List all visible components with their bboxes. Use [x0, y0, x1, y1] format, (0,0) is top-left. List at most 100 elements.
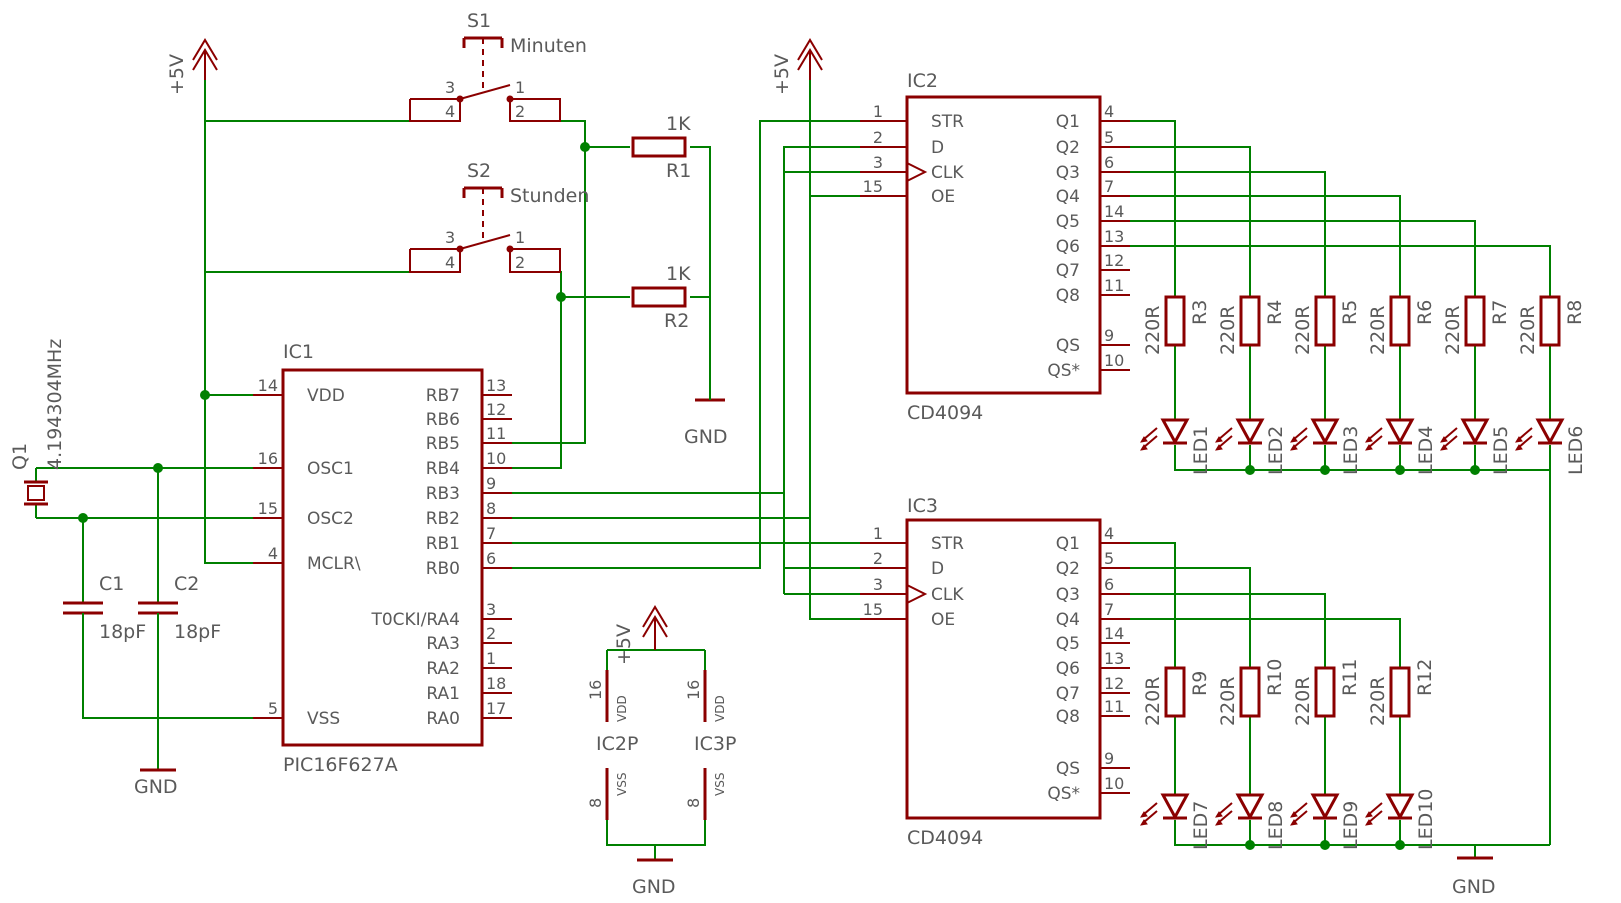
- ic1-left-pin-label-4: MCLR\: [307, 554, 361, 574]
- gnd-label-leds: GND: [1452, 876, 1496, 898]
- ic2-right-pin-label-5: Q2: [1056, 138, 1080, 158]
- crystal-name: Q1: [9, 443, 31, 470]
- ic2-right-pin-num-11: 11: [1104, 276, 1124, 295]
- ic1-right-pin-num-17: 17: [486, 699, 506, 718]
- resistor-r12-value: 220R: [1367, 677, 1389, 726]
- ic2-right-pin-label-4: Q1: [1056, 112, 1080, 132]
- ic3-right-pin-num-14: 14: [1104, 624, 1124, 643]
- ic3-right-pin-label-14: Q5: [1056, 634, 1080, 654]
- led-led7-name: LED7: [1190, 801, 1212, 850]
- ic1-left-pin-num-16: 16: [258, 449, 278, 468]
- ic2-right-pin-num-9: 9: [1104, 326, 1114, 345]
- resistor-r5-value: 220R: [1292, 306, 1314, 355]
- resistor-r9-value: 220R: [1142, 677, 1164, 726]
- ic1-right-pin-label-8: RB2: [426, 509, 460, 529]
- led-led1: LED1: [1140, 418, 1212, 475]
- ic3p-vss-num: 8: [684, 798, 703, 808]
- ic1-right-pin-label-18: RA1: [426, 684, 460, 704]
- resistor-r1-name: R1: [666, 160, 691, 182]
- ic2-left-pin-label-2: D: [931, 138, 944, 158]
- gnd-label-r: GND: [684, 426, 728, 448]
- resistor-r3-name: R3: [1189, 300, 1211, 325]
- resistor-r5-name: R5: [1339, 300, 1361, 325]
- led-led2-name: LED2: [1265, 426, 1287, 475]
- resistor-r8-name: R8: [1564, 300, 1586, 325]
- ic2-right-pin-label-12: Q7: [1056, 261, 1080, 281]
- ic2-right-pin-num-5: 5: [1104, 128, 1114, 147]
- ic1-right-pin-num-8: 8: [486, 499, 496, 518]
- resistor-r2: 1K R2: [631, 263, 691, 332]
- led-led1-name: LED1: [1190, 426, 1212, 475]
- ic2p-vss-num: 8: [586, 798, 605, 808]
- ic1-right-pin-label-7: RB1: [426, 534, 460, 554]
- ic2-left-pin-num-3: 3: [873, 153, 883, 172]
- led-led10-name: LED10: [1415, 789, 1437, 850]
- gnd-label-supply: GND: [632, 876, 676, 898]
- ic1: IC1 PIC16F627A 14VDD16OSC115OSC24MCLR\5V…: [253, 341, 512, 776]
- ic2-name: IC2: [907, 70, 938, 92]
- capacitor-c1-value: 18pF: [99, 621, 146, 643]
- ic3-right-pin-num-6: 6: [1104, 575, 1114, 594]
- ic2-left-pin-num-2: 2: [873, 128, 883, 147]
- resistor-r12-name: R12: [1414, 659, 1436, 696]
- resistor-r6-value: 220R: [1367, 306, 1389, 355]
- capacitor-c2: C2 18pF: [138, 573, 221, 643]
- resistor-r6-name: R6: [1414, 300, 1436, 325]
- ic3-right-pin-num-5: 5: [1104, 549, 1114, 568]
- ic2p-vdd-num: 16: [586, 680, 605, 700]
- ic3-left-pin-label-2: D: [931, 559, 944, 579]
- ic2-right-pin-num-4: 4: [1104, 102, 1114, 121]
- led-led5: LED5: [1440, 418, 1512, 475]
- ic2-right-pin-num-6: 6: [1104, 153, 1114, 172]
- resistor-r12: 220R R12: [1367, 659, 1436, 726]
- resistor-r1: 1K R1: [631, 113, 691, 182]
- ic3-left-pin-num-2: 2: [873, 549, 883, 568]
- gnd-symbol-leds: GND: [1452, 856, 1496, 898]
- resistor-r6: 220R R6: [1367, 295, 1436, 355]
- resistor-r7-name: R7: [1489, 300, 1511, 325]
- crystal-q1: Q1 4.194304MHz: [9, 339, 66, 506]
- ic3-left-pin-num-15: 15: [863, 600, 883, 619]
- ic2-right-pin-num-14: 14: [1104, 202, 1124, 221]
- switch-s2-pin-4: 4: [445, 253, 455, 272]
- resistor-r7-value: 220R: [1442, 306, 1464, 355]
- power-label-middle: +5V: [771, 54, 793, 95]
- led-led2: LED2: [1215, 418, 1287, 475]
- led-led7: LED7: [1140, 793, 1212, 850]
- ic1-right-pin-num-2: 2: [486, 624, 496, 643]
- ic1-right-pin-num-3: 3: [486, 600, 496, 619]
- ic3-name: IC3: [907, 495, 938, 517]
- ic2p-vdd-label: VDD: [615, 695, 629, 722]
- capacitor-c2-value: 18pF: [174, 621, 221, 643]
- ic3-right-pin-label-4: Q1: [1056, 534, 1080, 554]
- ic1-right-pin-num-10: 10: [486, 449, 506, 468]
- gnd-symbol-caps: GND: [134, 768, 178, 798]
- led-led3-name: LED3: [1340, 426, 1362, 475]
- ic1-right-pin-label-6: RB0: [426, 559, 460, 579]
- power-symbol-left: +5V: [166, 38, 218, 95]
- switch-s2-name: S2: [467, 160, 491, 182]
- led-led8-name: LED8: [1265, 801, 1287, 850]
- switch-s1-pin-4: 4: [445, 102, 455, 121]
- ic1-right-pin-label-9: RB3: [426, 484, 460, 504]
- ic1-right-pin-num-18: 18: [486, 674, 506, 693]
- led-led5-name: LED5: [1490, 426, 1512, 475]
- ic3-right-pin-num-12: 12: [1104, 674, 1124, 693]
- ic1-right-pin-num-11: 11: [486, 424, 506, 443]
- switch-s2: S2 Stunden 3 1 4 2: [409, 160, 589, 273]
- resistor-r7: 220R R7: [1442, 295, 1511, 355]
- ic3p-power: 16 VDD IC3P 8 VSS: [684, 670, 736, 820]
- ic1-part: PIC16F627A: [283, 754, 398, 776]
- ic3-left-pin-num-3: 3: [873, 575, 883, 594]
- resistor-r3-value: 220R: [1142, 306, 1164, 355]
- resistor-r2-value: 1K: [666, 263, 691, 285]
- ic3-right-pin-label-7: Q4: [1056, 610, 1080, 630]
- ic1-left-pin-label-14: VDD: [307, 386, 345, 406]
- resistor-r3: 220R R3: [1142, 295, 1211, 355]
- ic2-left-pin-num-1: 1: [873, 102, 883, 121]
